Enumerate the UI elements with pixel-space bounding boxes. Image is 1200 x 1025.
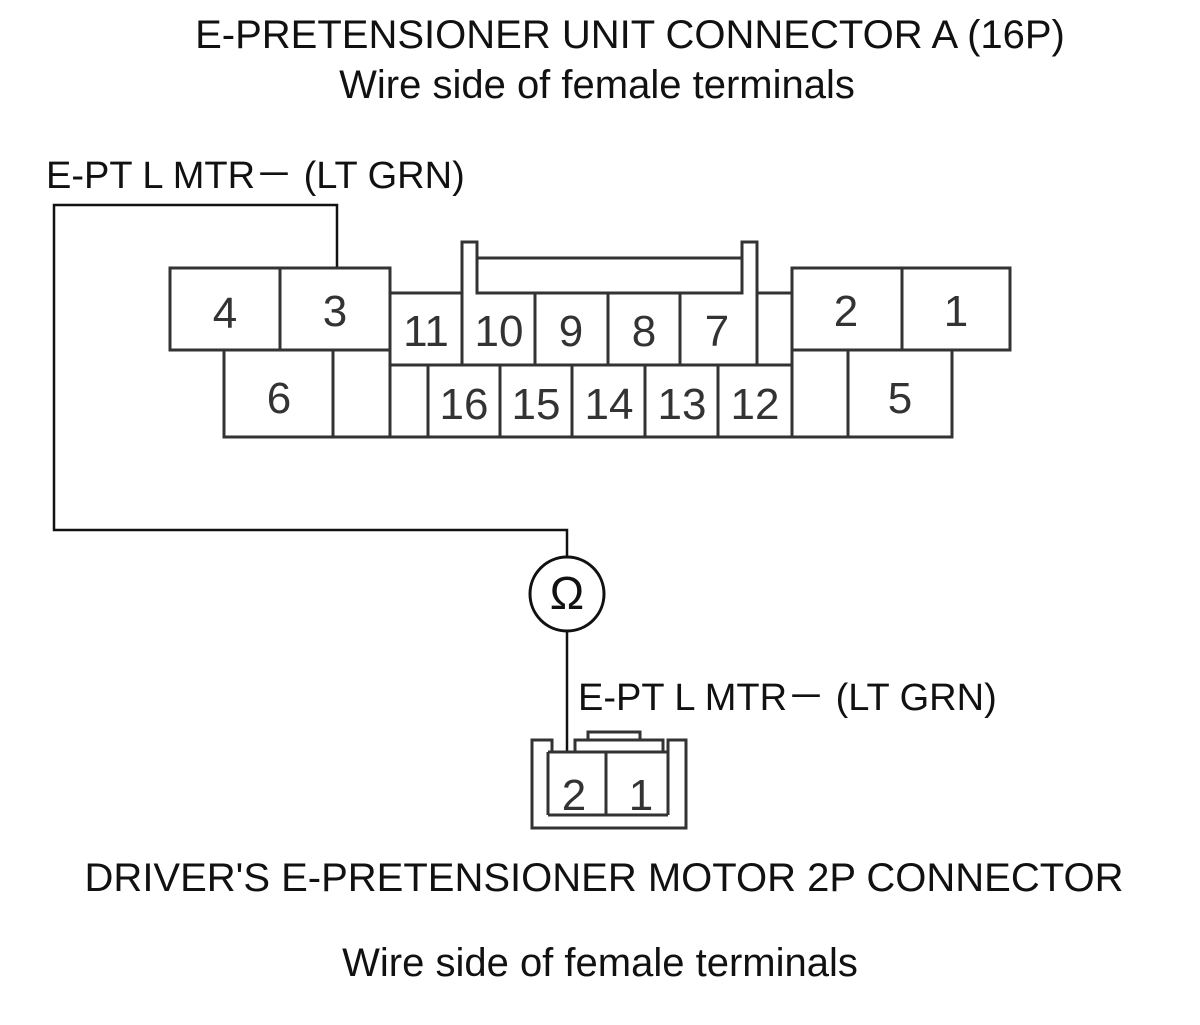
pin-a-10: 10 <box>475 307 524 356</box>
motor-connector-subtitle: Wire side of female terminals <box>342 941 858 985</box>
pin-a-9: 9 <box>559 307 583 356</box>
pin-a-12: 12 <box>731 380 780 429</box>
ohmmeter: Ω <box>528 555 606 633</box>
ohm-icon: Ω <box>550 567 584 619</box>
pin-a-15: 15 <box>512 380 561 429</box>
connector-a-wire-label: E-PT L MTR－ (LT GRN) <box>46 155 465 197</box>
pin-a-2: 2 <box>834 287 858 336</box>
pin-a-7: 7 <box>705 307 729 356</box>
pin-a-11: 11 <box>403 307 449 356</box>
pin-a-3: 3 <box>323 287 347 336</box>
pin-a-13: 13 <box>658 380 707 429</box>
pin-a-4: 4 <box>213 289 237 338</box>
pin-a-6: 6 <box>267 374 291 423</box>
pin-a-16: 16 <box>440 380 489 429</box>
test-wire-a <box>52 203 569 562</box>
pin-motor-1: 1 <box>629 771 653 820</box>
connector-a-subtitle: Wire side of female terminals <box>339 63 855 107</box>
pin-a-5: 5 <box>888 374 912 423</box>
motor-wire-label: E-PT L MTR－ (LT GRN) <box>578 677 997 719</box>
motor-connector-title: DRIVER'S E-PRETENSIONER MOTOR 2P CONNECT… <box>85 856 1124 900</box>
pin-motor-2: 2 <box>562 771 586 820</box>
connector-a <box>168 240 1012 439</box>
motor-2p-connector <box>530 730 688 830</box>
pin-a-8: 8 <box>632 307 656 356</box>
connector-a-title: E-PRETENSIONER UNIT CONNECTOR A (16P) <box>195 13 1065 57</box>
pin-a-1: 1 <box>944 287 968 336</box>
pin-a-14: 14 <box>585 380 634 429</box>
